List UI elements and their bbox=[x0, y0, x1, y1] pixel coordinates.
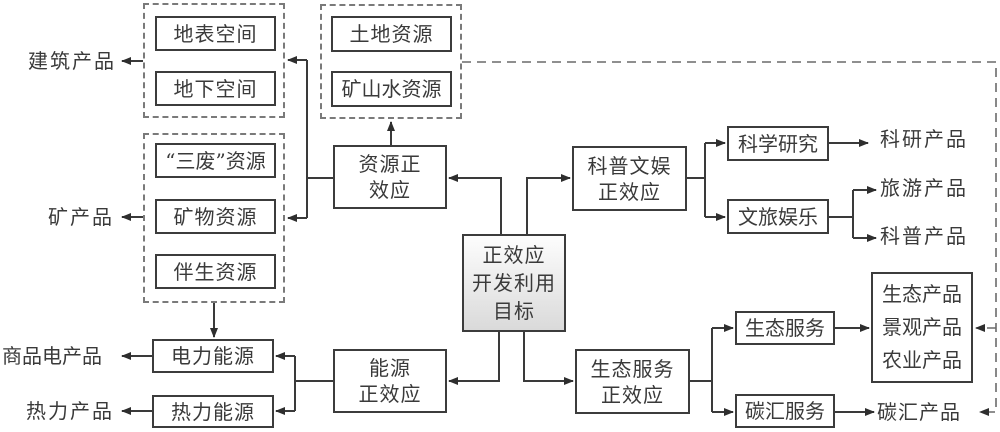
dashed-feedback-line bbox=[462, 61, 997, 416]
group-space bbox=[143, 3, 285, 118]
label-electricity-product: 商品电产品 bbox=[2, 344, 102, 368]
group-waste-mineral bbox=[143, 133, 285, 303]
connector-center-to-energy bbox=[448, 332, 500, 385]
box-energy-effect: 能源 正效应 bbox=[333, 349, 447, 413]
box-land-resources: 土地资源 bbox=[331, 16, 452, 52]
box-center-goal: 正效应 开发利用 目标 bbox=[462, 234, 566, 332]
box-underground-space: 地下空间 bbox=[155, 71, 276, 106]
label-heat-product: 热力产品 bbox=[26, 399, 114, 423]
box-surface-space: 地表空间 bbox=[155, 16, 276, 51]
box-scientific-research: 科学研究 bbox=[727, 126, 829, 161]
connector-center-to-eco bbox=[523, 332, 574, 385]
box-eco-service: 生态服务 bbox=[735, 311, 835, 345]
label-research-product: 科研产品 bbox=[880, 127, 968, 151]
box-culture-tourism: 文旅娱乐 bbox=[727, 199, 829, 234]
box-science-culture-effect: 科普文娱 正效应 bbox=[572, 146, 687, 211]
box-eco-service-effect: 生态服务 正效应 bbox=[575, 349, 690, 414]
label-mineral-product: 矿产品 bbox=[48, 205, 114, 229]
label-popular-science-product: 科普产品 bbox=[880, 224, 968, 248]
group-land-water bbox=[320, 4, 462, 119]
box-eco-products: 生态产品 景观产品 农业产品 bbox=[871, 272, 973, 383]
box-resource-effect: 资源正 效应 bbox=[333, 145, 447, 209]
box-three-waste: “三废”资源 bbox=[155, 143, 276, 178]
connector-center-to-resource bbox=[448, 174, 502, 234]
label-carbon-product: 碳汇产品 bbox=[877, 400, 961, 424]
box-heat-energy: 热力能源 bbox=[152, 395, 274, 428]
label-tourism-product: 旅游产品 bbox=[880, 176, 968, 200]
box-associated-resources: 伴生资源 bbox=[155, 254, 276, 289]
box-electric-energy: 电力能源 bbox=[152, 339, 274, 373]
label-building-product: 建筑产品 bbox=[28, 49, 116, 73]
box-carbon-sink-service: 碳汇服务 bbox=[735, 394, 835, 428]
box-mineral-resources: 矿物资源 bbox=[155, 199, 276, 234]
connector-center-to-science bbox=[526, 174, 571, 234]
box-mine-water: 矿山水资源 bbox=[331, 71, 452, 107]
